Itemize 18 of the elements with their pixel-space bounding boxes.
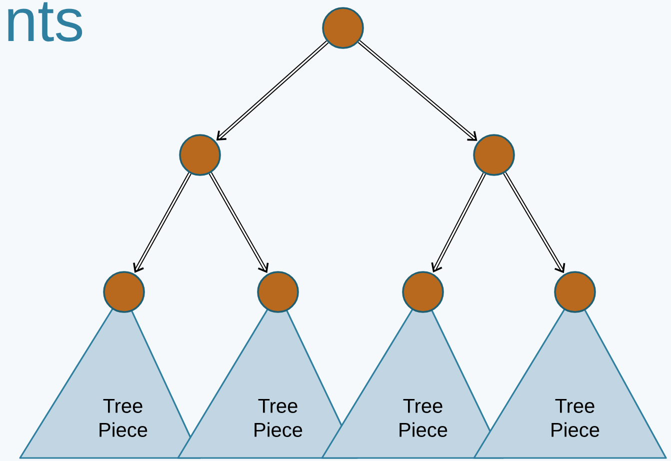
circle-node bbox=[179, 134, 221, 176]
arrow bbox=[216, 40, 329, 140]
circle-node bbox=[473, 134, 515, 176]
circle-node bbox=[103, 271, 145, 313]
circle-node bbox=[322, 7, 364, 49]
triangle-node: Tree Piece bbox=[321, 291, 504, 459]
heading-fragment: nts bbox=[8, 2, 82, 42]
arrow bbox=[431, 172, 486, 273]
triangle-node: Tree Piece bbox=[473, 291, 667, 459]
arrow bbox=[208, 172, 269, 273]
circle-node bbox=[402, 271, 444, 313]
arrow bbox=[358, 40, 478, 141]
triangle-node: Tree Piece bbox=[177, 291, 358, 459]
arrow bbox=[133, 172, 192, 273]
circle-node bbox=[257, 271, 299, 313]
circle-node bbox=[554, 271, 596, 313]
arrow bbox=[503, 172, 566, 274]
triangle-node: Tree Piece bbox=[19, 291, 201, 459]
